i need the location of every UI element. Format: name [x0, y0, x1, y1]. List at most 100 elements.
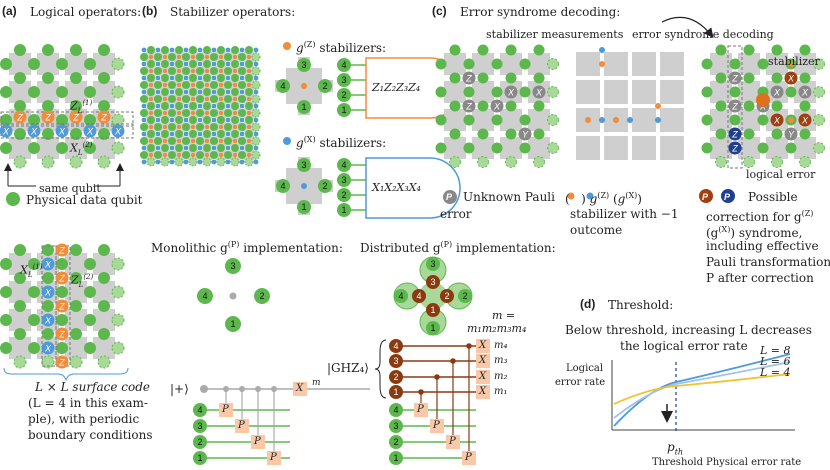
- plaquette: [37, 81, 59, 103]
- plaquette: [528, 53, 550, 75]
- threshold-desc-1: Below threshold, increasing L decreases: [565, 323, 812, 337]
- zl2-label: ZL(2): [71, 273, 94, 289]
- data-qubit: [743, 156, 755, 168]
- qubit-number: 3: [393, 421, 399, 431]
- gz-plaquette: [275, 57, 333, 115]
- legend-entry: L = 6: [760, 355, 791, 368]
- labeled-qubit: [55, 243, 69, 257]
- panel-b-title: Stabilizer operators:: [170, 5, 296, 19]
- plaquette: [738, 53, 760, 75]
- plaquette: [444, 109, 466, 131]
- plaquette: [738, 109, 760, 131]
- data-qubit: [0, 58, 12, 70]
- panel-c-title: Error syndrome decoding:: [460, 5, 621, 19]
- qubit-label: X: [507, 88, 515, 98]
- labeled-qubit: [83, 124, 97, 138]
- qubit-number: 1: [301, 102, 307, 112]
- data-qubit: [533, 44, 545, 56]
- qubit-number: 4: [197, 405, 203, 415]
- data-qubit: [701, 142, 713, 154]
- qubit-label: X: [535, 88, 543, 98]
- labeled-qubit: [728, 141, 742, 155]
- data-qubit: [28, 342, 40, 354]
- gate-label: P: [270, 452, 277, 463]
- plaquette: [9, 309, 31, 331]
- plaquette: [9, 253, 31, 275]
- data-qubit: [477, 128, 489, 140]
- possible-line-2: correction for g(Z): [706, 209, 814, 224]
- xl1-label: XL(1): [20, 263, 43, 279]
- data-qubit: [715, 100, 727, 112]
- data-qubit: [28, 286, 40, 298]
- labeled-qubit: [770, 113, 784, 127]
- panel-a-tag: (a): [2, 4, 17, 18]
- data-qubit: [743, 44, 755, 56]
- data-qubit: [69, 155, 83, 169]
- data-qubit: [449, 100, 461, 112]
- gate-label: X: [479, 340, 487, 351]
- labeled-qubit: [798, 113, 812, 127]
- qubit-label: Y: [522, 130, 529, 140]
- gx-plaquette: [275, 157, 333, 215]
- data-qubit: [813, 114, 825, 126]
- data-qubit: [0, 142, 12, 154]
- qubit-number: 3: [301, 60, 307, 70]
- qubit-number: 2: [462, 291, 468, 301]
- data-qubit: [84, 258, 96, 270]
- gx-stabilizers-title: g(X) stabilizers:: [296, 135, 387, 150]
- stabilizer-grid: [140, 46, 261, 167]
- gx-legend-dot: [283, 137, 291, 145]
- qubit-label: Z: [16, 113, 23, 123]
- caption-line-1: L × L surface code: [35, 380, 151, 394]
- plaquette: [710, 137, 732, 159]
- labeled-qubit: [728, 99, 742, 113]
- monolithic-m: m: [312, 378, 321, 388]
- plaquette: [9, 53, 31, 75]
- data-qubit: [701, 86, 713, 98]
- qubit-label: X: [2, 127, 10, 137]
- gz-legend-dot: [283, 42, 291, 50]
- data-qubit: [463, 114, 475, 126]
- plaquette: [738, 81, 760, 103]
- labeled-qubit: [770, 85, 784, 99]
- qubit-label: X: [44, 316, 52, 326]
- curve-l6: [613, 361, 791, 419]
- data-qubit: [84, 142, 96, 154]
- qubit-number: 2: [341, 90, 347, 100]
- zl1-label: ZL(1): [70, 99, 93, 115]
- plaquette: [93, 137, 115, 159]
- data-qubit: [533, 156, 545, 168]
- plaquette: [93, 281, 115, 303]
- panel-d-title: Threshold:: [608, 298, 674, 312]
- labeled-qubit: [55, 355, 69, 369]
- qubit-number: 3: [197, 421, 203, 431]
- data-qubit: [84, 314, 96, 326]
- distributed-title: Distributed g(P) implementation:: [360, 240, 556, 255]
- data-qubit: [449, 44, 461, 56]
- stabilizer-outcome-line-2: outcome: [570, 223, 623, 237]
- qubit-label: X: [58, 127, 66, 137]
- qubit-label: X: [787, 74, 795, 84]
- data-qubit: [435, 58, 447, 70]
- plaquette: [528, 137, 550, 159]
- gz-stabilizers-title: g(Z) stabilizers:: [296, 40, 387, 55]
- plaquette: [710, 109, 732, 131]
- plaquette: [93, 337, 115, 359]
- gate-label: P: [449, 436, 456, 447]
- qubit-number: 2: [341, 190, 347, 200]
- plaquette: [794, 53, 816, 75]
- stabilizer-outcome-line-1: stabilizer with −1: [570, 207, 679, 221]
- data-qubit: [41, 355, 55, 369]
- qubit-number: 4: [202, 291, 208, 301]
- panel-c-tag: (c): [432, 4, 447, 18]
- data-qubit: [14, 272, 26, 284]
- qubit-number: 4: [416, 291, 422, 301]
- data-qubit: [715, 156, 727, 168]
- data-qubit: [491, 114, 503, 126]
- data-qubit: [56, 342, 68, 354]
- data-qubit: [505, 100, 517, 112]
- x-product: X₁X₂X₃X₄: [372, 181, 421, 194]
- labeled-qubit: [97, 110, 111, 124]
- ylabel-1: Logical: [566, 363, 604, 374]
